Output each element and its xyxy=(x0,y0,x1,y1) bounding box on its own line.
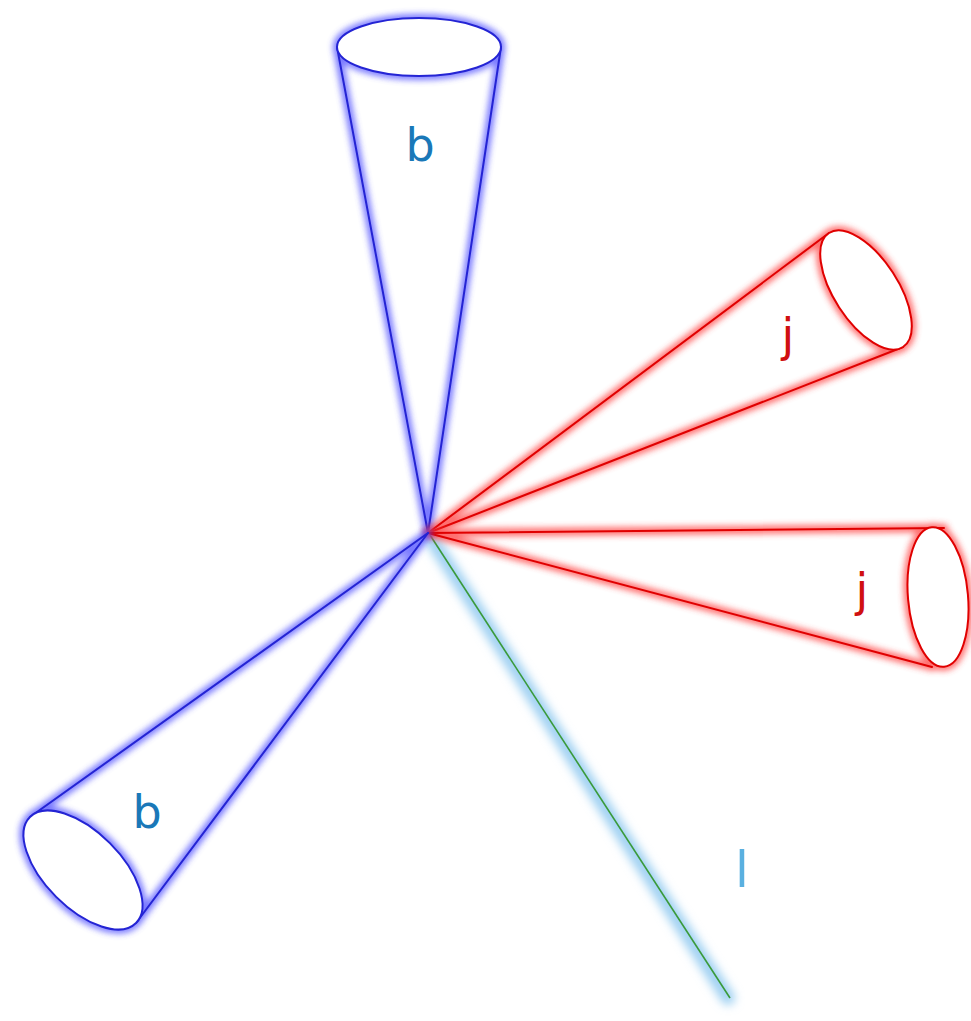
jet-cone xyxy=(3,533,428,950)
jet-label: j xyxy=(782,312,795,358)
cone-outline xyxy=(0,513,448,965)
jet-cone xyxy=(337,18,501,533)
jet-cone-node: b xyxy=(0,513,448,965)
cone-outline xyxy=(317,0,521,553)
jet-cone xyxy=(428,216,930,533)
lepton-glow xyxy=(432,540,728,998)
jet-cone-node: j xyxy=(408,507,971,687)
jet-cone-node: j xyxy=(408,202,954,553)
jet-cone xyxy=(428,216,930,533)
jet-cone xyxy=(3,533,428,950)
jet-cone xyxy=(337,18,501,533)
jet-label: j xyxy=(856,567,869,613)
jet-label: b xyxy=(405,122,434,168)
cone-outline xyxy=(408,202,954,553)
jet-cone-node: b xyxy=(317,0,521,553)
jet-label: b xyxy=(132,789,161,835)
jet-cone xyxy=(428,525,971,670)
lepton-label: l xyxy=(735,845,749,895)
cone-outline xyxy=(408,507,971,687)
jet-cone xyxy=(428,525,971,670)
